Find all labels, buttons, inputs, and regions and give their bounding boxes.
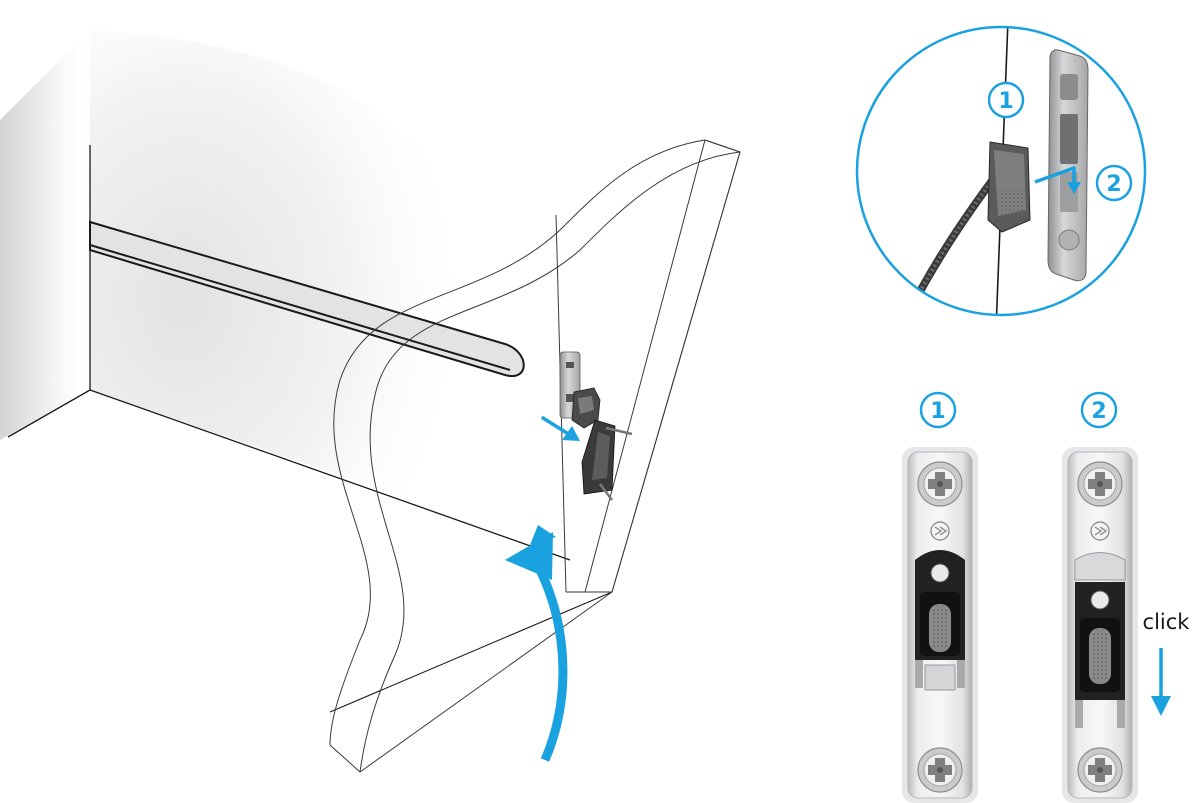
panel-bracket <box>581 419 633 501</box>
detail-clip <box>987 141 1031 233</box>
screw-icon <box>1077 747 1123 793</box>
stage-1-clip <box>902 447 978 803</box>
click-label: click <box>1143 610 1191 634</box>
floor-front-line <box>329 591 613 713</box>
direction-mark-icon <box>930 521 950 541</box>
stage-2-slot <box>1074 552 1126 728</box>
arrow-icon <box>541 416 580 441</box>
stage-2-clip <box>1062 447 1138 803</box>
stage-1-number: 1 <box>930 399 945 424</box>
detail-mounting-plate <box>1047 49 1089 282</box>
main-scene <box>0 30 741 773</box>
screw-icon <box>917 747 963 793</box>
stage-2-number: 2 <box>1091 399 1106 424</box>
detail-step-2-number: 2 <box>1106 172 1121 197</box>
wall-shadow <box>0 30 90 440</box>
floor-back-line <box>89 389 571 561</box>
detail-step-1-number: 1 <box>998 89 1013 114</box>
direction-mark-icon <box>1090 521 1110 541</box>
panel-top-edge <box>704 139 741 153</box>
panel-back-edge <box>359 151 741 773</box>
detail-arrow-icon <box>1034 166 1076 184</box>
arrow-down-icon <box>1151 648 1171 716</box>
detail-step-1-badge: 1 <box>987 81 1025 119</box>
stage-1-badge: 1 <box>919 391 957 429</box>
stage-2-badge: 2 <box>1080 391 1118 429</box>
screw-icon <box>1077 461 1123 507</box>
screw-icon <box>917 461 963 507</box>
floor-left-line <box>7 389 91 438</box>
wall-rail-inner-line <box>89 244 511 371</box>
panel-side-outer <box>611 151 741 593</box>
panel-outline <box>329 139 741 773</box>
clip-part-small <box>571 387 601 429</box>
detail-step-2-badge: 2 <box>1095 164 1133 202</box>
stage-1-slot <box>915 550 965 691</box>
wall-shadow-soft <box>90 30 470 520</box>
detail-zoom-circle: 1 2 <box>855 25 1147 317</box>
curved-arrow-icon <box>505 525 568 762</box>
panel-side-inner <box>584 139 706 593</box>
wall-rail <box>89 220 525 378</box>
